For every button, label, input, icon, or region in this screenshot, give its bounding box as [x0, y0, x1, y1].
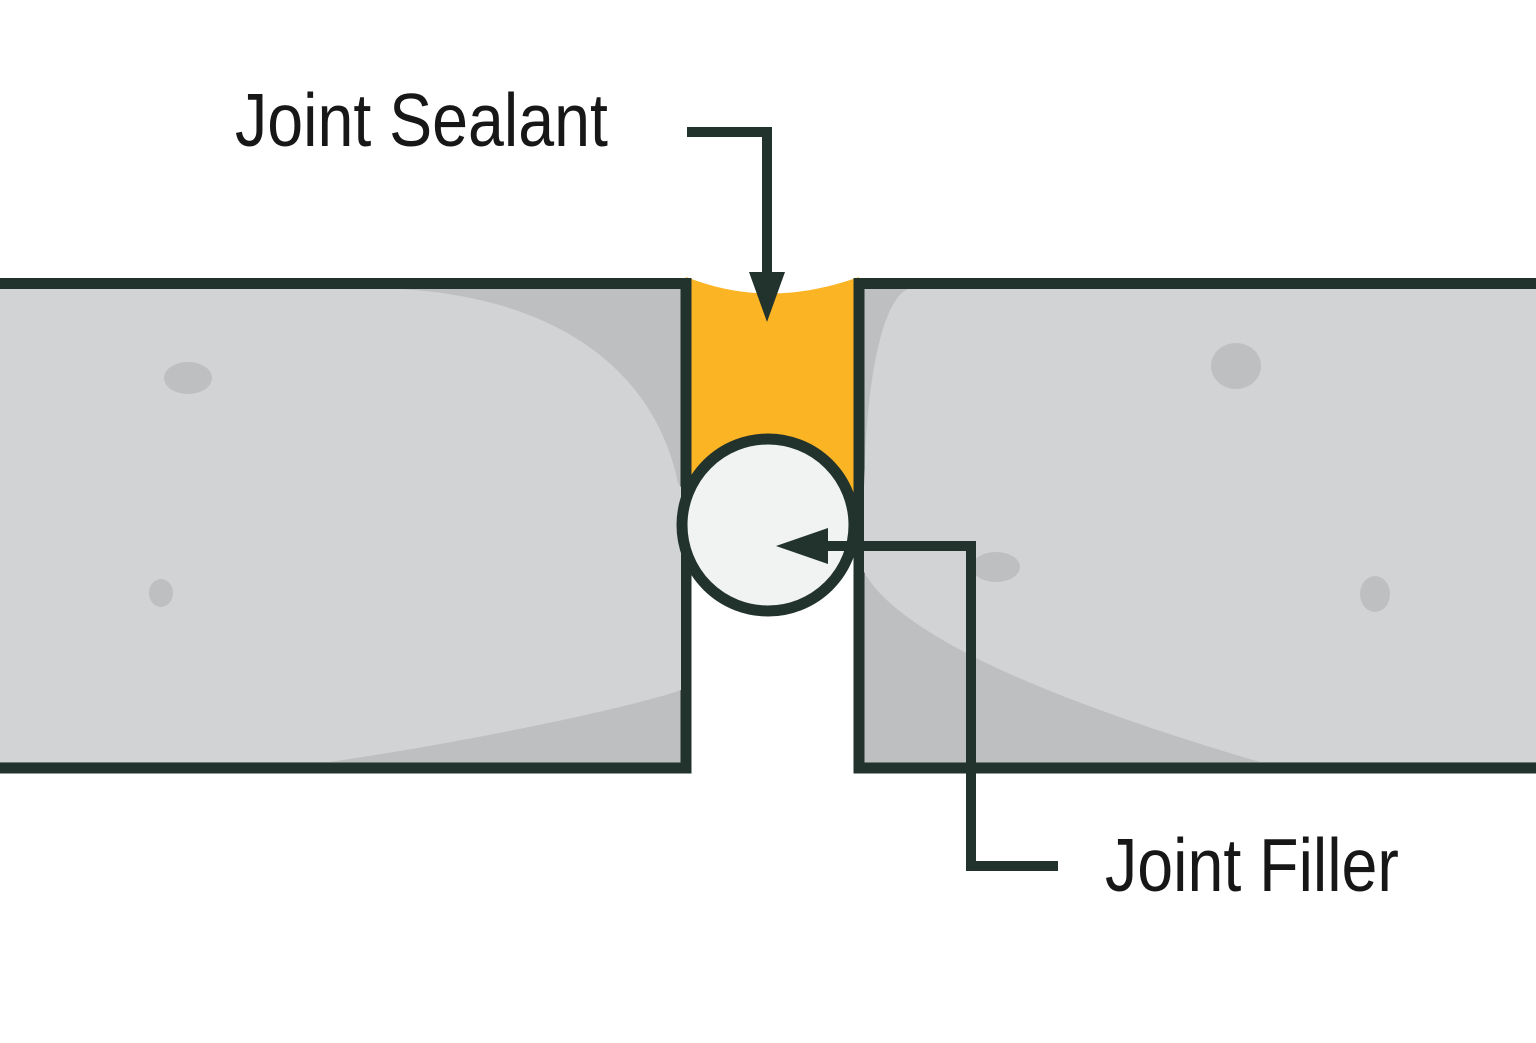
- left-concrete-slab: [0, 278, 692, 774]
- right-slab-aggregate-spot: [972, 552, 1020, 582]
- joint-filler-circle: [676, 433, 860, 617]
- right-slab-surface-highlight: [864, 289, 1536, 762]
- right-slab-aggregate-spot: [1360, 576, 1390, 612]
- joint-filler-label: Joint Filler: [1105, 823, 1399, 907]
- left-slab-surface-highlight: [0, 289, 681, 762]
- right-concrete-slab: [853, 278, 1536, 774]
- filler-arrow-icon: [776, 528, 828, 564]
- right-slab-aggregate-spot: [1211, 343, 1261, 389]
- sealant-arrow-icon: [749, 272, 785, 322]
- joint-sealant-label: Joint Sealant: [235, 78, 608, 162]
- filler-leader-line: [776, 528, 1058, 871]
- left-slab-aggregate-spot: [164, 362, 212, 394]
- filler-leader-path: [826, 541, 1058, 871]
- sealant-leader-line: [687, 127, 785, 322]
- left-slab-aggregate-spot: [149, 579, 173, 607]
- sealant-leader-path: [687, 127, 772, 280]
